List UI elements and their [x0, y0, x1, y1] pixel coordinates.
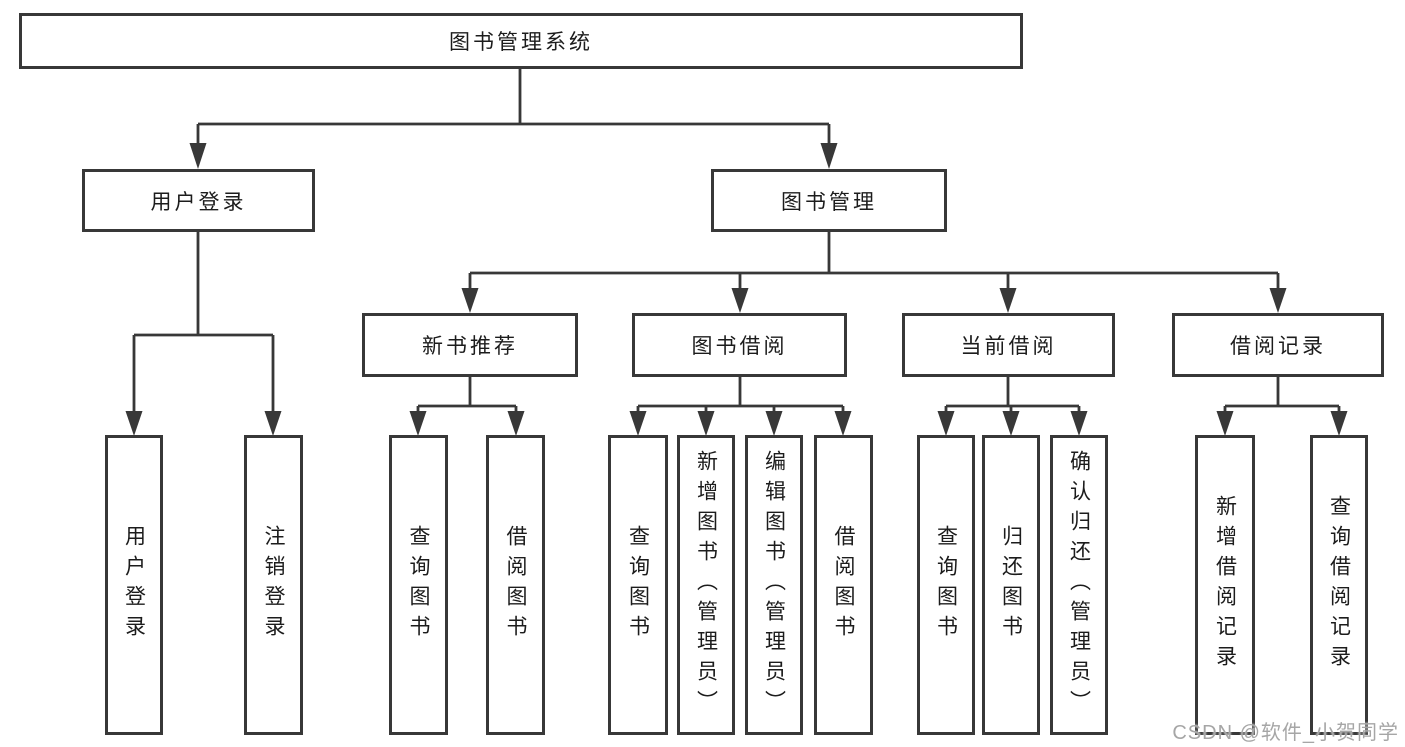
arrow-down-icon: [999, 288, 1017, 313]
leaf-borrow-books: 借阅图书: [814, 435, 873, 735]
leaf-query-books-current: 查询图书: [917, 435, 975, 735]
leaf-query-books-borrow: 查询图书: [608, 435, 668, 735]
node-label: 查询图书: [407, 525, 430, 645]
arrow-down-icon: [125, 411, 143, 436]
node-label: 借阅记录: [1230, 335, 1326, 358]
node-library-management-system: 图书管理系统: [19, 13, 1023, 69]
arrow-down-icon: [697, 411, 715, 436]
node-label: 图书管理系统: [449, 31, 593, 54]
leaf-logout: 注销登录: [244, 435, 303, 735]
node-current-borrowing: 当前借阅: [902, 313, 1115, 377]
leaf-query-borrow-record: 查询借阅记录: [1310, 435, 1368, 735]
arrow-down-icon: [834, 411, 852, 436]
node-label: 注销登录: [262, 525, 285, 645]
node-book-management: 图书管理: [711, 169, 947, 232]
leaf-add-books-admin: 新增图书（管理员）: [677, 435, 735, 735]
node-label: 编辑图书（管理员）: [762, 450, 786, 720]
node-label: 借阅图书: [832, 525, 855, 645]
arrow-down-icon: [1269, 288, 1287, 313]
node-label: 新书推荐: [422, 335, 518, 358]
node-label: 查询借阅记录: [1327, 495, 1351, 675]
node-borrowing-records: 借阅记录: [1172, 313, 1384, 377]
connector-lines: [132, 69, 1341, 412]
node-label: 当前借阅: [960, 335, 1057, 358]
leaf-borrow-books-recommend: 借阅图书: [486, 435, 545, 735]
node-label: 确认归还（管理员）: [1067, 450, 1091, 720]
node-user-login: 用户登录: [82, 169, 315, 232]
leaf-confirm-return-admin: 确认归还（管理员）: [1050, 435, 1108, 735]
arrow-down-icon: [731, 288, 749, 313]
arrow-down-icon: [937, 411, 955, 436]
arrow-down-icon: [507, 411, 525, 436]
arrow-down-icon: [461, 288, 479, 313]
arrow-down-icon: [765, 411, 783, 436]
arrow-down-icon: [189, 143, 207, 169]
node-new-book-recommend: 新书推荐: [362, 313, 578, 377]
node-book-borrowing: 图书借阅: [632, 313, 847, 377]
node-label: 查询图书: [626, 525, 650, 645]
leaf-user-login: 用户登录: [105, 435, 163, 735]
node-label: 图书借阅: [691, 335, 788, 358]
leaf-edit-books-admin: 编辑图书（管理员）: [745, 435, 803, 735]
csdn-watermark: CSDN @软件_小贺同学: [1172, 722, 1399, 744]
node-label: 新增借阅记录: [1213, 495, 1237, 675]
leaf-return-books: 归还图书: [982, 435, 1040, 735]
arrow-down-icon: [1070, 411, 1088, 436]
node-label: 用户登录: [122, 525, 146, 645]
node-label: 新增图书（管理员）: [694, 450, 718, 720]
node-label: 归还图书: [999, 525, 1023, 645]
arrow-down-icon: [409, 411, 427, 436]
arrow-down-icon: [1330, 411, 1348, 436]
node-label: 借阅图书: [504, 525, 527, 645]
arrowheads: [125, 143, 1348, 436]
leaf-query-books-recommend: 查询图书: [389, 435, 448, 735]
arrow-down-icon: [629, 411, 647, 436]
arrow-down-icon: [264, 411, 282, 436]
arrow-down-icon: [820, 143, 838, 169]
node-label: 图书管理: [781, 190, 877, 214]
node-label: 查询图书: [934, 525, 958, 645]
node-label: 用户登录: [150, 190, 247, 214]
leaf-add-borrow-record: 新增借阅记录: [1195, 435, 1255, 735]
arrow-down-icon: [1002, 411, 1020, 436]
arrow-down-icon: [1216, 411, 1234, 436]
